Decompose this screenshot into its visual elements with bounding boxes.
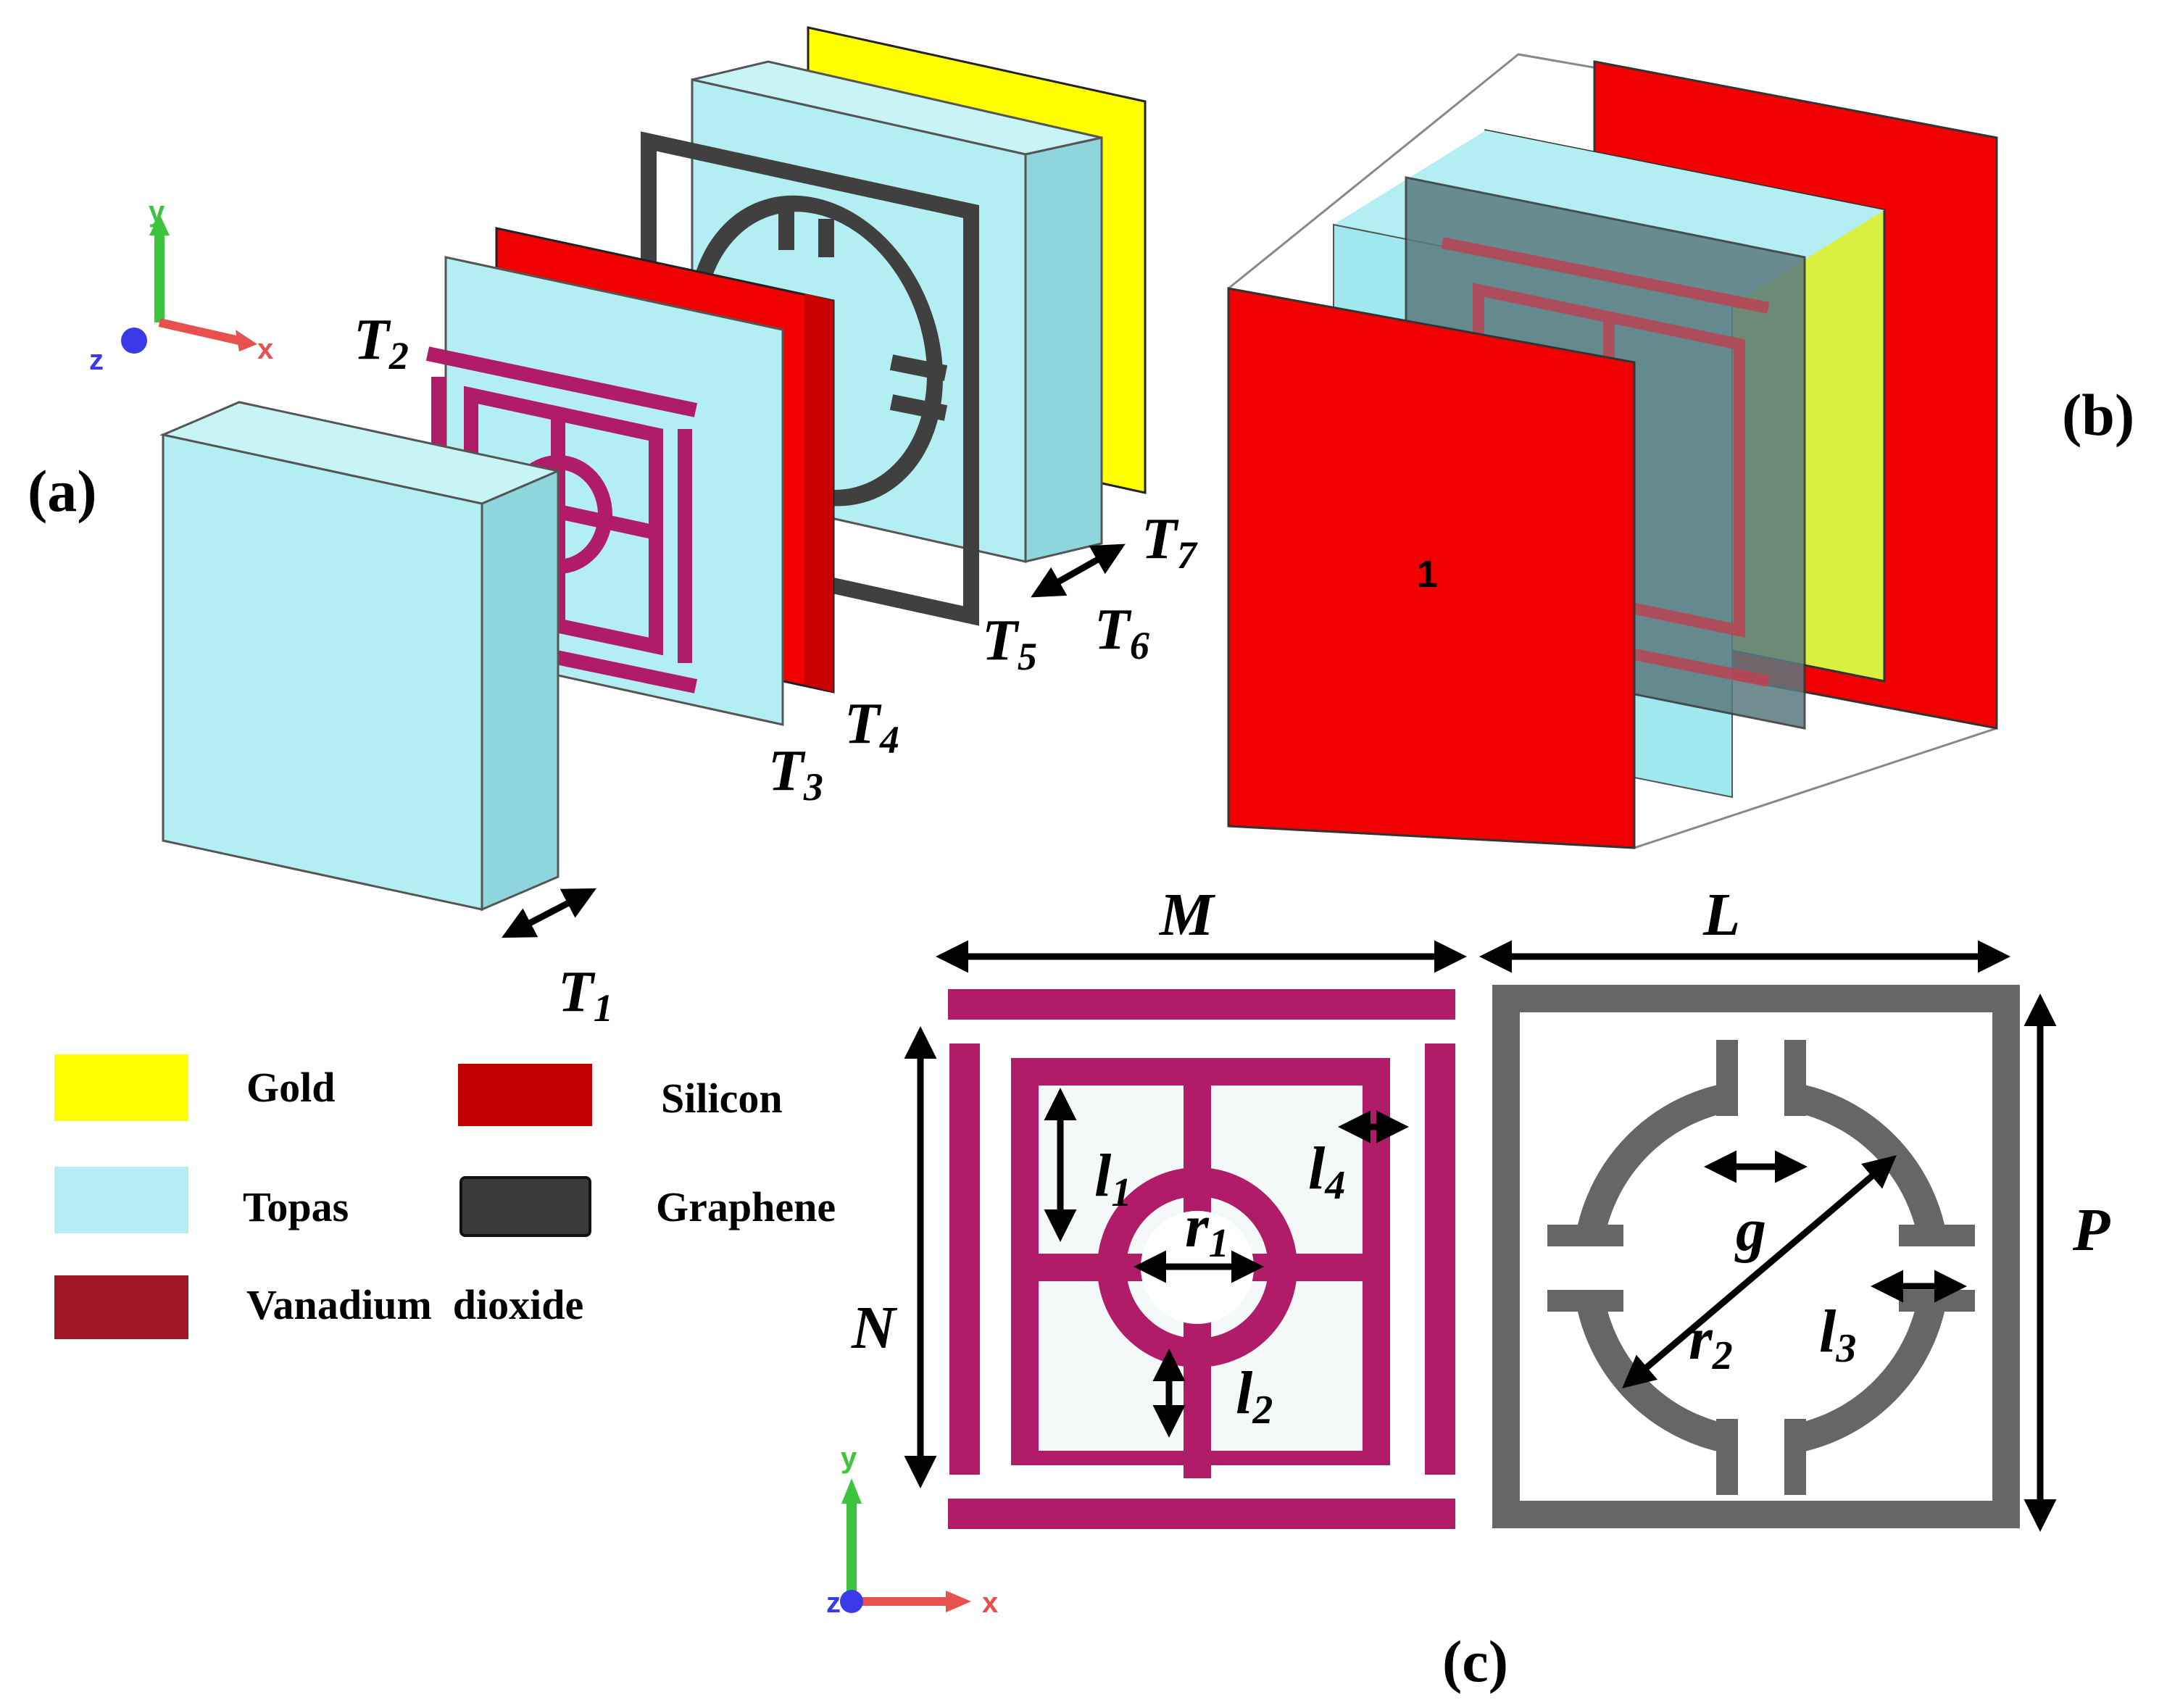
legend-label-graphene: Graphene [656,1183,836,1230]
legend-swatch-topas [54,1167,188,1233]
legend-swatch-silicon [458,1064,592,1126]
label-t4: T4 [844,692,899,762]
panel-c-top-views: M L N P g l1 l2 l3 l4 r1 r2 y x z (c) [826,881,2110,1694]
port-label: 1 [1417,554,1438,596]
label-t3: T3 [768,739,823,809]
t1-arrow [502,888,596,938]
legend-label-vanadium-dioxide: Vanadium dioxide [246,1281,583,1328]
dim-l1: l1 [1094,1142,1131,1215]
graphene-top-view [1492,985,2020,1528]
dim-l2: l2 [1236,1359,1273,1433]
dim-r2: r2 [1689,1305,1733,1378]
svg-text:z: z [826,1587,841,1619]
legend-label-topas: Topas [243,1183,349,1230]
dim-l4: l4 [1308,1135,1345,1208]
svg-text:z: z [89,344,104,376]
legend-swatch-graphene [459,1176,591,1237]
legend-swatch-vanadium-dioxide [54,1275,188,1339]
dim-m: M [1158,881,1216,949]
label-t5: T5 [982,609,1037,678]
svg-text:y: y [149,196,165,228]
label-t7: T7 [1141,507,1198,577]
dim-g: g [1734,1196,1766,1264]
legend-label-silicon: Silicon [661,1075,783,1122]
dim-n: N [851,1294,898,1362]
topas-slab-front [159,401,562,912]
panel-label-a: (a) [28,458,97,524]
dim-p: P [2072,1196,2110,1264]
label-t2: T2 [354,308,409,378]
label-t1: T1 [558,960,613,1030]
svg-text:x: x [257,333,273,365]
svg-text:x: x [982,1587,998,1619]
dim-l: L [1702,881,1740,949]
dimension-arrows [904,940,2057,1532]
dim-l3: l3 [1819,1298,1856,1371]
t5-t6-arrow [1031,543,1126,598]
axis-triad-c: y x z [826,1442,998,1619]
panel-b-unit-cell: 1 (b) [1227,53,2134,849]
axis-triad-a: y x z [89,196,273,376]
vo2-top-view [948,989,1455,1529]
legend-label-gold: Gold [246,1064,336,1111]
label-t6: T6 [1094,598,1149,667]
svg-text:y: y [841,1442,857,1474]
legend-swatch-gold [54,1054,188,1121]
material-legend: Gold Silicon Topas Graphene Vanadium dio… [54,1054,836,1339]
panel-label-b: (b) [2062,382,2134,448]
panel-label-c: (c) [1442,1628,1508,1694]
panel-a-exploded-view: T1 T2 T3 T4 T5 T6 T7 (a) y x z [28,26,1198,1030]
dim-r1: r1 [1185,1193,1229,1266]
